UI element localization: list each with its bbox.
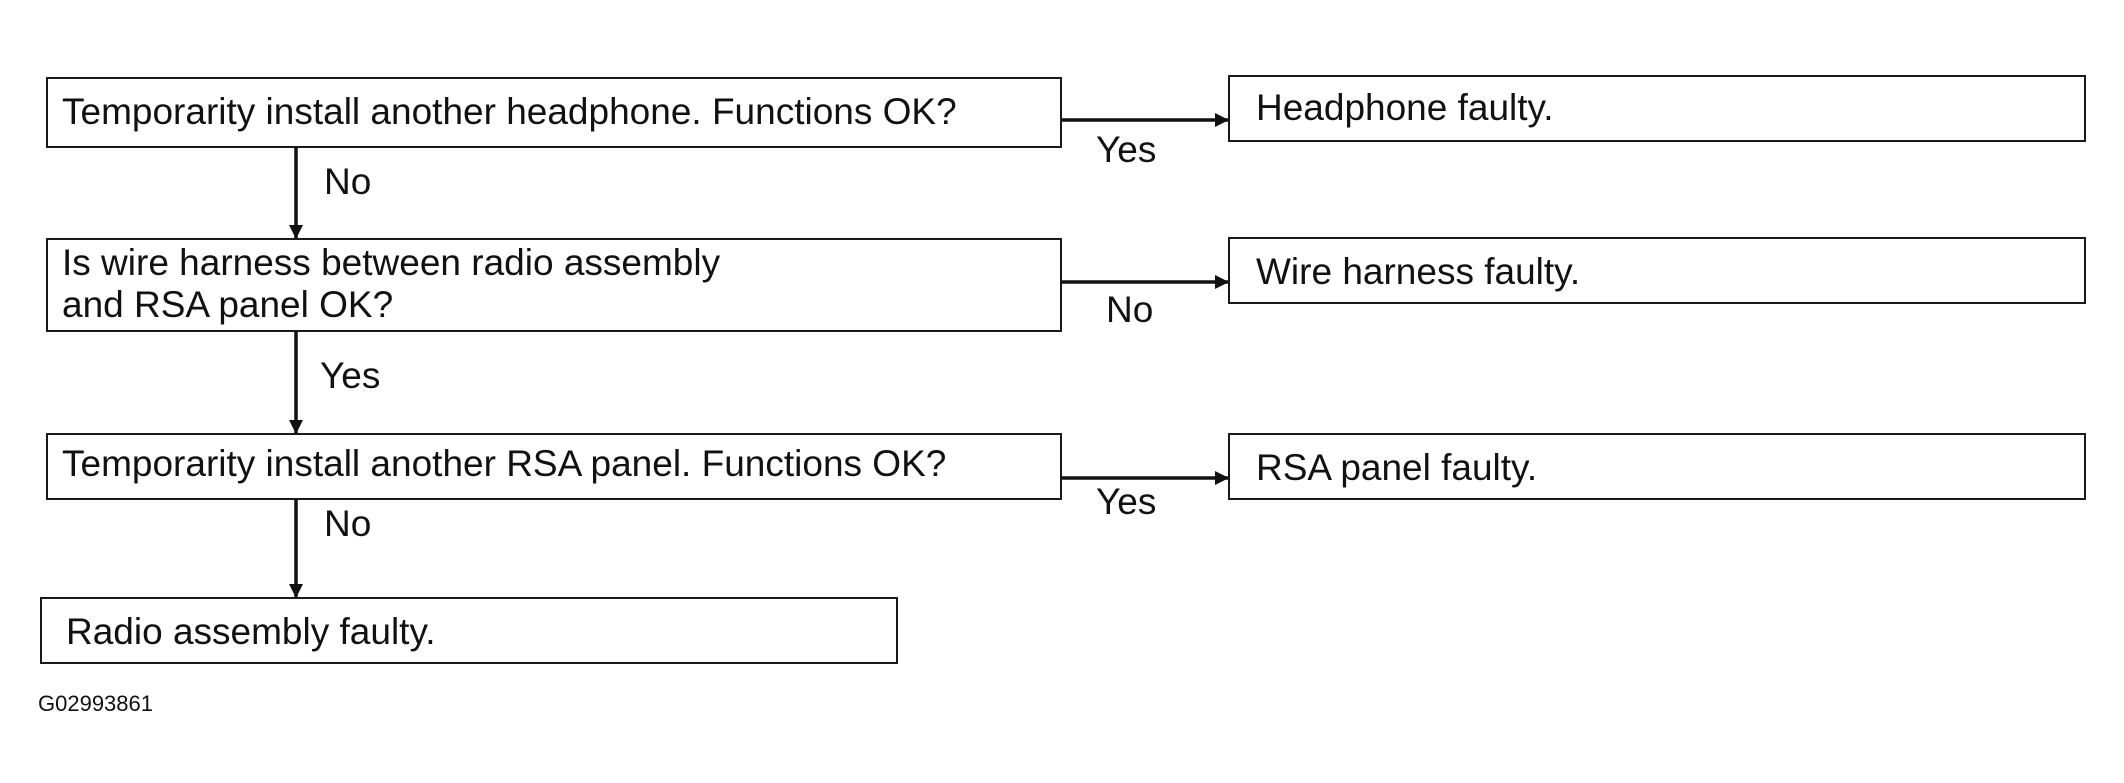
edge-label-harness-no: No [1106,289,1154,330]
edge-label-rsa-no: No [324,503,372,544]
edge-label-harness-yes: Yes [320,355,381,396]
result-headphone: Headphone faulty. [1228,75,2086,142]
result-rsa-text: RSA panel faulty. [1256,447,1538,488]
result-rsa: RSA panel faulty. [1228,433,2086,500]
figure-id: G02993861 [38,691,153,716]
edge-label-headphone-no: No [324,161,372,202]
decision-rsa: Temporarity install another RSA panel. F… [46,433,1062,500]
edge-label-rsa-yes: Yes [1096,481,1157,522]
decision-rsa-text: Temporarity install another RSA panel. F… [62,443,947,484]
decision-harness-text: Is wire harness between radio assembly a… [62,242,731,325]
decision-headphone: Temporarity install another headphone. F… [46,77,1062,148]
decision-headphone-text: Temporarity install another headphone. F… [62,91,957,132]
result-harness: Wire harness faulty. [1228,237,2086,304]
result-radio: Radio assembly faulty. [40,597,898,664]
result-harness-text: Wire harness faulty. [1256,251,1581,292]
edge-label-headphone-yes: Yes [1096,129,1157,170]
decision-harness: Is wire harness between radio assembly a… [46,238,1062,332]
result-radio-text: Radio assembly faulty. [66,611,436,652]
result-headphone-text: Headphone faulty. [1256,87,1554,128]
